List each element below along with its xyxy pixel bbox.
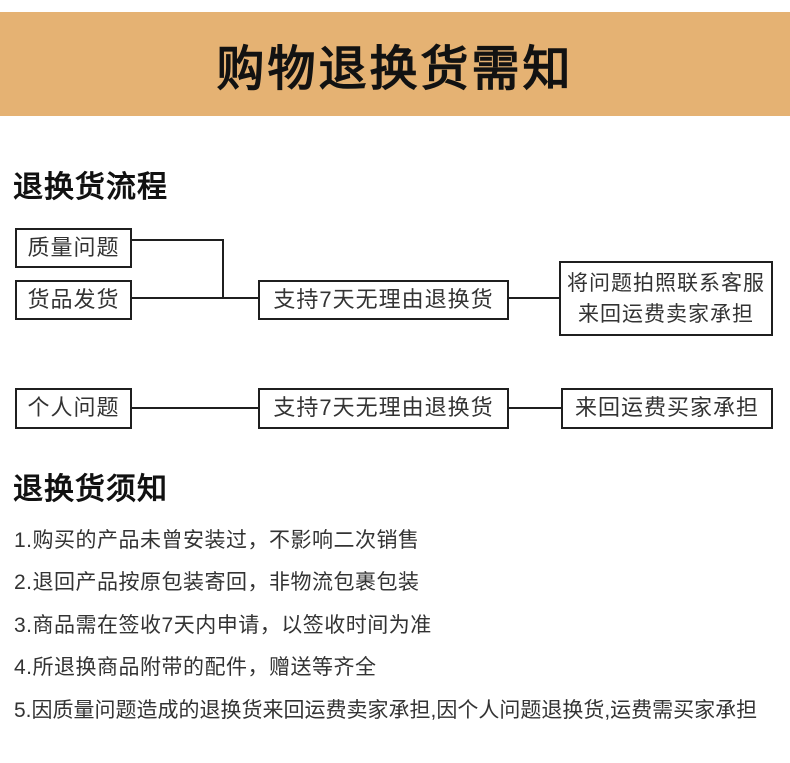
- connector-policy-to-seller: [509, 297, 559, 299]
- notes-item-4: 4.所退换商品附带的配件，赠送等齐全: [14, 656, 377, 679]
- notes-item-5: 5.因质量问题造成的退换货来回运费卖家承担,因个人问题退换货,运费需买家承担: [14, 699, 758, 722]
- banner: 购物退换货需知: [0, 12, 790, 116]
- buyer-pays-shipping-box: 来回运费买家承担: [561, 388, 773, 429]
- connector-policy-to-buyer: [509, 407, 561, 409]
- seven-day-policy-box-row1: 支持7天无理由退换货: [258, 280, 509, 320]
- connector-quality-horizontal: [132, 239, 224, 241]
- connector-personal-to-policy: [132, 407, 258, 409]
- seller-box-line1: 将问题拍照联系客服: [567, 271, 765, 295]
- notes-item-2: 2.退回产品按原包装寄回，非物流包裹包装: [14, 571, 420, 594]
- page-title: 购物退换货需知: [216, 43, 574, 96]
- section-heading-notes: 退换货须知: [13, 473, 168, 506]
- seven-day-policy-box-row2: 支持7天无理由退换货: [258, 388, 509, 429]
- notes-item-1: 1.购买的产品未曾安装过，不影响二次销售: [14, 529, 420, 552]
- quality-issue-box: 质量问题: [15, 228, 132, 268]
- section-heading-process: 退换货流程: [13, 171, 168, 204]
- seller-box-line2: 来回运费卖家承担: [578, 302, 754, 326]
- personal-issue-box: 个人问题: [15, 388, 132, 429]
- goods-shipping-box: 货品发货: [15, 280, 132, 320]
- notes-item-3: 3.商品需在签收7天内申请，以签收时间为准: [14, 614, 432, 637]
- connector-merge-vertical: [222, 239, 224, 299]
- seller-pays-shipping-box: 将问题拍照联系客服 来回运费卖家承担: [559, 261, 773, 336]
- connector-shipping-to-policy: [132, 297, 258, 299]
